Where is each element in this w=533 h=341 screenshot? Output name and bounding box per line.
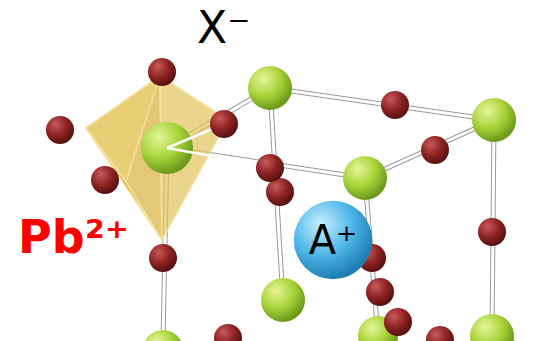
anion-label: X⁻ xyxy=(197,6,250,50)
ion-label: A⁺ xyxy=(309,220,357,260)
red-spheres-back xyxy=(214,91,506,341)
green-sphere-front xyxy=(343,156,387,200)
green-spheres-back xyxy=(143,66,516,341)
pb-center-sphere xyxy=(141,122,262,174)
cation-label: Pb²⁺ xyxy=(18,214,129,260)
a-site-sphere: A⁺ xyxy=(293,200,373,280)
bond-lines xyxy=(163,88,494,341)
